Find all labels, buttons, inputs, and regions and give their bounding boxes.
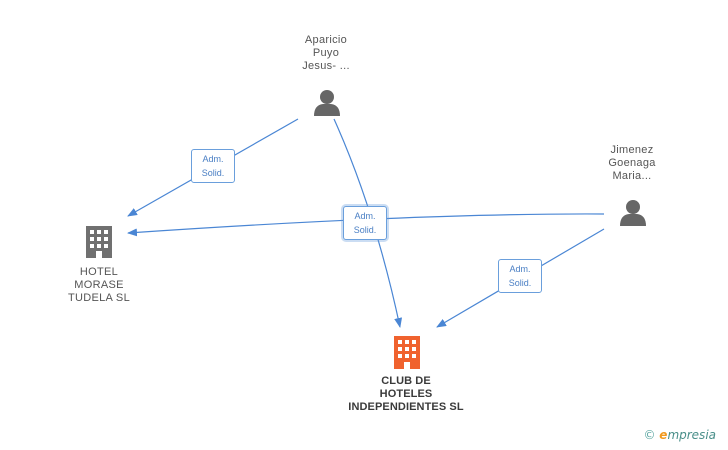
empresia-logo-text: mpresia <box>667 428 716 442</box>
edge-label-adm-solid[interactable]: Adm. Solid. <box>343 206 387 240</box>
edge-label-adm-solid[interactable]: Adm. Solid. <box>191 149 235 183</box>
edge-jimenez-to-hotel-morase <box>127 213 605 237</box>
node-label-jimenez[interactable]: Jimenez Goenaga Maria... <box>608 144 656 182</box>
person-icon[interactable] <box>620 200 646 226</box>
edge-label-adm-solid[interactable]: Adm. Solid. <box>498 259 542 293</box>
building-icon[interactable] <box>394 336 420 369</box>
node-label-aparicio[interactable]: Aparicio Puyo Jesus- ... <box>302 34 350 72</box>
building-icon[interactable] <box>86 226 112 258</box>
node-label-hotel-morase[interactable]: HOTEL MORASE TUDELA SL <box>67 266 130 304</box>
copyright-symbol: © <box>643 428 656 442</box>
empresia-copyright: © empresia <box>643 428 716 442</box>
node-label-club-hoteles[interactable]: CLUB DE HOTELES INDEPENDIENTES SL <box>348 375 464 413</box>
empresia-logo-e: e <box>659 428 668 442</box>
person-icon[interactable] <box>314 90 340 116</box>
